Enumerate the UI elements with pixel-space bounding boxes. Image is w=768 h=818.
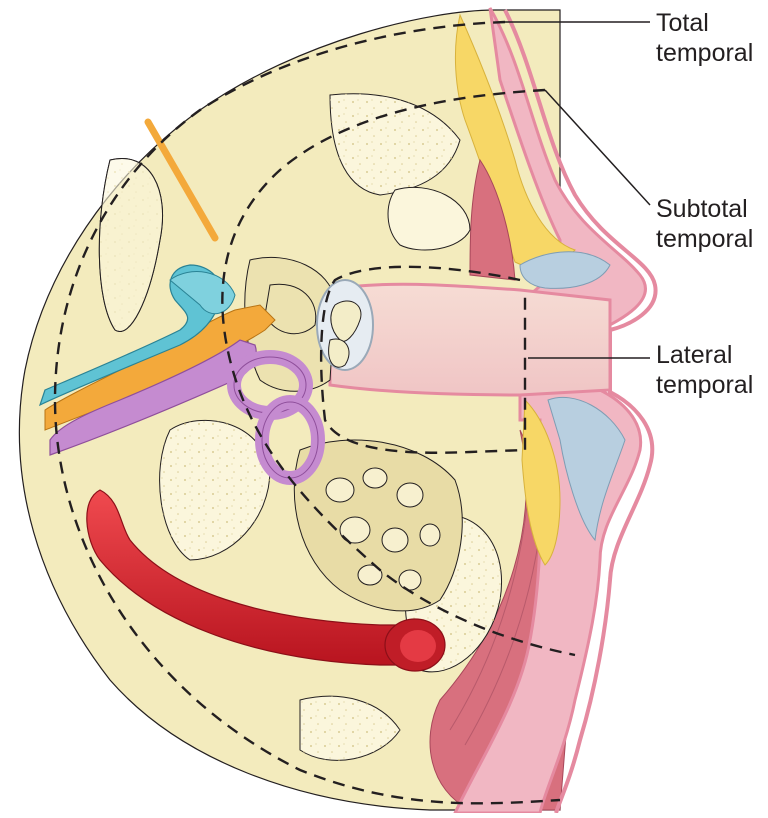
leader-lines — [500, 21, 651, 359]
total-temporal-label-line2: temporal — [656, 39, 754, 67]
subtotal-temporal-leader — [544, 89, 651, 206]
skin-outer-edge — [503, 9, 658, 814]
total-temporal-boundary — [53, 20, 561, 805]
cochlea-apex — [169, 271, 236, 315]
total-temporal-label-line1: Total — [656, 9, 709, 37]
cartilage-lower — [547, 396, 626, 542]
subtotal-temporal-label-line1: Subtotal — [656, 195, 748, 223]
cartilage-upper — [519, 251, 611, 289]
subtotal-temporal-boundary — [221, 88, 576, 657]
subtotal-temporal-label-line2: temporal — [656, 225, 754, 253]
ossicles — [328, 300, 362, 368]
semicircular-canals — [49, 339, 325, 485]
cochlea — [38, 264, 222, 407]
total-temporal-label: Total temporal — [656, 8, 753, 68]
cochlea-bone — [264, 283, 317, 335]
lateral-temporal-label-line1: Lateral — [656, 341, 733, 369]
air-cell-holes — [325, 467, 441, 591]
facial-nerve — [144, 118, 219, 242]
external-auditory-canal — [328, 282, 612, 397]
subtotal-temporal-label: Subtotal temporal — [656, 194, 753, 254]
lateral-temporal-label-line2: temporal — [656, 371, 754, 399]
lateral-temporal-label: Lateral temporal — [656, 340, 753, 400]
fat-lower — [521, 398, 561, 566]
lateral-temporal-boundary — [319, 265, 527, 454]
carotid-artery-opening — [400, 630, 436, 662]
resection-boundaries — [53, 20, 576, 805]
